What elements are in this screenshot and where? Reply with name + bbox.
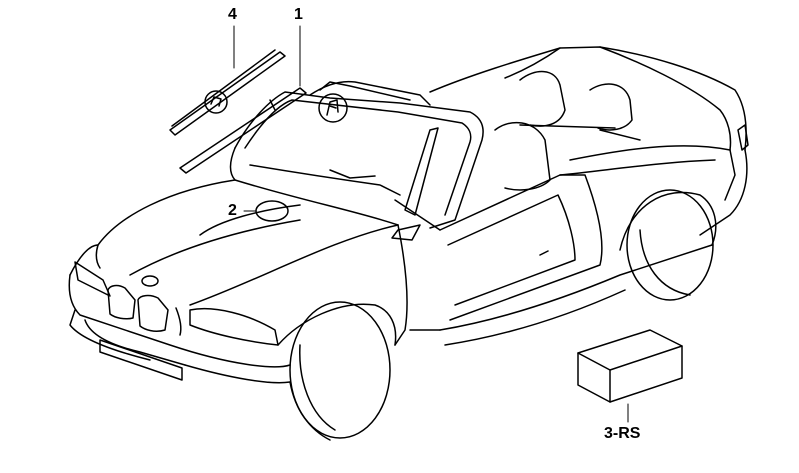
trim-strip-part: [169, 49, 307, 174]
callout-part-1: 1: [294, 6, 303, 23]
callout-part-4: 4: [228, 6, 237, 23]
trim-clip-detail-icon: [204, 90, 228, 114]
windshield-clip-part: [318, 93, 348, 123]
leader-lines: [233, 25, 629, 423]
car-convertible-outline: [68, 46, 749, 441]
callout-part-3-rs: 3-RS: [604, 425, 641, 442]
callout-part-2: 2: [228, 202, 237, 219]
box-part: [577, 329, 683, 403]
